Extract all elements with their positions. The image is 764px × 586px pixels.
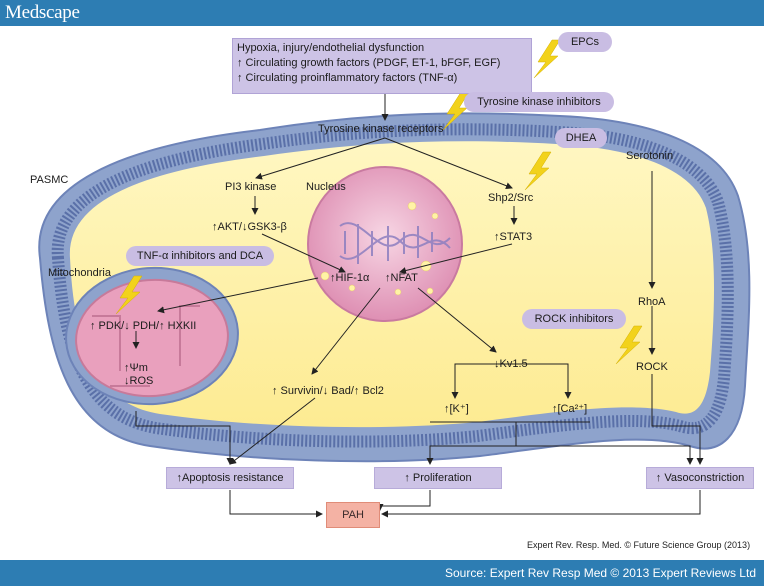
input-line-2: ↑ Circulating growth factors (PDGF, ET-1…	[237, 57, 501, 69]
outcome-proliferation: ↑ Proliferation	[374, 467, 502, 489]
label-tyrosine-kinase-receptors: Tyrosine kinase receptors	[318, 123, 444, 135]
outcome-vasoconstriction: ↑ Vasoconstriction	[646, 467, 754, 489]
footer-bar: Source: Expert Rev Resp Med © 2013 Exper…	[0, 560, 764, 586]
medscape-logo: Medscape	[5, 2, 80, 23]
therapy-epcs: EPCs	[558, 32, 612, 52]
lightning-bolt-icon-epcs	[533, 39, 561, 79]
label-pasmc: PASMC	[30, 174, 69, 186]
label-stat3: ↑STAT3	[494, 231, 533, 243]
label-ros: ↓ROS	[124, 375, 154, 387]
label-psi-m: ↑Ψm	[124, 362, 148, 374]
label-pi3-kinase: PI3 kinase	[225, 181, 277, 193]
pah-pathway-diagram	[38, 39, 751, 518]
therapy-tyrosine-kinase-inhibitors: Tyrosine kinase inhibitors	[464, 92, 614, 112]
outcome-apoptosis-resistance: ↑Apoptosis resistance	[166, 467, 294, 489]
label-shp2-src: Shp2/Src	[488, 192, 534, 204]
nucleolus-dots	[320, 201, 439, 296]
label-kv1-5: ↓Kv1.5	[494, 358, 528, 370]
label-rock: ROCK	[636, 361, 668, 373]
lightning-bolt-icon-rock	[615, 325, 643, 365]
label-serotonin: Serotonin	[626, 150, 674, 162]
input-line-1: Hypoxia, injury/endothelial dysfunction	[237, 42, 425, 54]
cell-membrane	[51, 123, 734, 448]
dna-icon	[339, 222, 451, 264]
therapy-rock-inhibitors: ROCK inhibitors	[522, 309, 626, 329]
label-mitochondria: Mitochondria	[48, 267, 111, 279]
outcome-pah: PAH	[326, 502, 380, 528]
input-factors-box: Hypoxia, injury/endothelial dysfunction …	[232, 38, 532, 94]
therapy-tnf-dca: TNF-α inhibitors and DCA	[126, 246, 274, 266]
mitochondria-inner	[75, 278, 229, 398]
source-text: Source: Expert Rev Resp Med © 2013 Exper…	[445, 566, 756, 580]
label-nucleus: Nucleus	[306, 181, 346, 193]
label-akt-gsk3: ↑AKT/↓GSK3-β	[212, 221, 287, 233]
therapy-dhea: DHEA	[555, 128, 607, 148]
input-line-3: ↑ Circulating proinflammatory factors (T…	[237, 72, 458, 84]
pathway-arrows	[132, 89, 704, 518]
label-potassium: ↑[K⁺]	[444, 403, 469, 415]
label-nfat: ↑NFAT	[385, 272, 418, 284]
lightning-bolt-icon-dhea	[524, 151, 552, 191]
label-calcium: ↑[Ca²⁺]	[552, 403, 588, 415]
label-survivin-bad-bcl2: ↑ Survivin/↓ Bad/↑ Bcl2	[272, 385, 384, 397]
label-rhoa: RhoA	[638, 296, 666, 308]
top-bar: Medscape	[0, 0, 764, 26]
label-pdk-pdh-hxkii: ↑ PDK/↓ PDH/↑ HXKII	[90, 320, 197, 332]
lightning-bolt-icon-tnf	[115, 275, 143, 315]
label-hif1a: ↑HIF-1α	[330, 272, 370, 284]
figure-credit: Expert Rev. Resp. Med. © Future Science …	[527, 540, 751, 550]
